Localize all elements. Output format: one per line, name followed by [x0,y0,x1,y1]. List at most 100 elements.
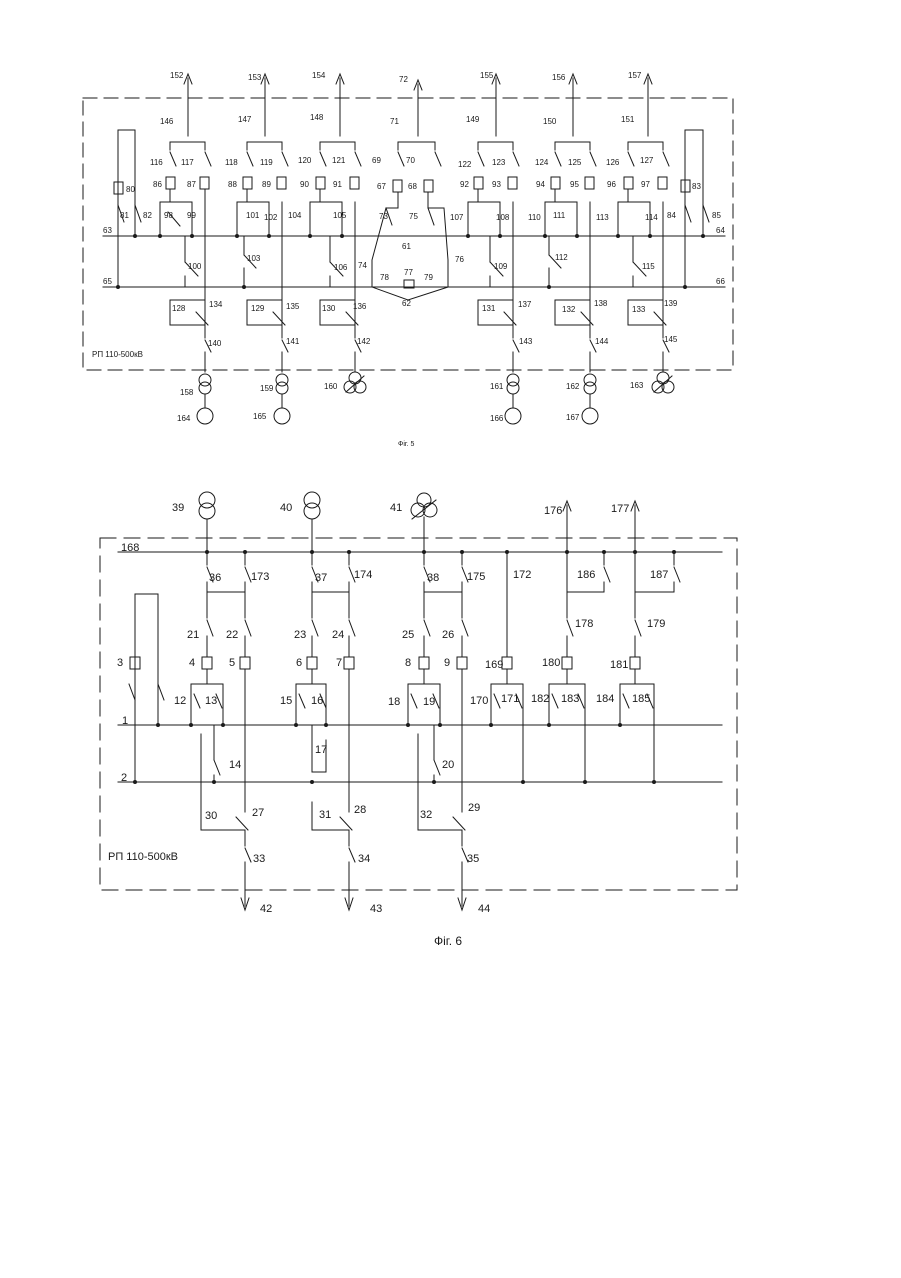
fig6-label: 3 [117,657,123,669]
fig5-label: 158 [180,388,194,397]
fig5-label: 137 [518,300,532,309]
fig5-label: 134 [209,300,223,309]
fig5-label: 163 [630,381,644,390]
fig5-label: 80 [126,185,135,194]
fig6-label: 35 [467,853,479,865]
fig6-label: 7 [336,657,342,669]
fig6-label: 175 [467,571,485,583]
fig5-caption: Фіг. 5 [398,440,414,448]
fig6-label: 181 [610,659,628,671]
fig5-label: 92 [460,180,469,189]
fig6-label: 42 [260,903,272,915]
fig6-label: 20 [442,759,454,771]
fig6-label: 169 [485,659,503,671]
fig5-label: 127 [640,156,654,165]
fig5-label: 116 [150,158,163,167]
fig5-label: 135 [286,302,300,311]
fig5-label: 90 [300,180,309,189]
fig6-label: 8 [405,657,411,669]
fig6-label: 38 [427,572,439,584]
fig5-label: 115 [642,262,655,271]
fig6-label: 12 [174,695,186,707]
fig5-machines [197,372,674,424]
fig5-label: 131 [482,304,496,313]
fig5-label: 167 [566,413,580,422]
fig6-label: 30 [205,810,217,822]
fig6-label: 182 [531,693,549,705]
fig5-label: 162 [566,382,580,391]
fig5-label: 119 [260,158,273,167]
fig5-label: 126 [606,158,620,167]
fig5-label: 160 [324,382,338,391]
fig5-label: 128 [172,304,186,313]
fig5-label: 87 [187,180,196,189]
fig5-label: 151 [621,115,635,124]
fig5-label: 75 [409,212,418,221]
fig5-label: 159 [260,384,274,393]
fig6-label: 44 [478,903,490,915]
fig6-label: 16 [311,695,323,707]
fig6-label: 5 [229,657,235,669]
fig6-label: 28 [354,804,366,816]
fig6-label: 33 [253,853,265,865]
fig5-label: 148 [310,113,324,122]
fig5-label: 61 [402,242,411,251]
fig6-label: 172 [513,569,531,581]
fig6-cells [129,552,680,910]
fig5-label: 72 [399,75,408,84]
fig6-label: 6 [296,657,302,669]
fig5-label: 99 [187,211,196,220]
fig5-label: 93 [492,180,501,189]
fig6-label: 186 [577,569,595,581]
fig5-label: 77 [404,268,413,277]
fig5-label: 107 [450,213,464,222]
fig6-label: 22 [226,629,238,641]
fig6-label: 13 [205,695,217,707]
fig5-label: 71 [390,117,399,126]
fig6-label: 187 [650,569,668,581]
fig6-label: 27 [252,807,264,819]
fig5-label: 63 [103,226,112,235]
fig5-label: 122 [458,160,472,169]
fig5-label: 70 [406,156,415,165]
fig6-enclosure [100,538,737,890]
fig6-label: 178 [575,618,593,630]
fig5-label: 81 [120,211,129,220]
fig5-label: 78 [380,273,389,282]
fig6-label: 29 [468,802,480,814]
fig6-label: 25 [402,629,414,641]
fig6-label: 31 [319,809,331,821]
fig6-label: 173 [251,571,269,583]
fig6-label: 4 [189,657,195,669]
fig6-label: 184 [596,693,614,705]
fig5-label: 143 [519,337,533,346]
fig5-label: 156 [552,73,566,82]
fig6-label: 15 [280,695,292,707]
fig5-line-arrows [184,74,652,136]
fig5-label: 108 [496,213,510,222]
fig5-label: 67 [377,182,386,191]
fig5-label: 157 [628,71,642,80]
fig6-label: 2 [121,772,127,784]
fig6-label: 39 [172,502,184,514]
fig5-label: 138 [594,299,608,308]
fig5-label: 121 [332,156,346,165]
fig5-label: 68 [408,182,417,191]
fig5-label: 147 [238,115,252,124]
fig5-label: 96 [607,180,616,189]
fig5-label: 98 [164,211,173,220]
fig6-label: 41 [390,502,402,514]
fig6-label: 176 [544,505,562,517]
fig5-label: 166 [490,414,504,423]
fig6-caption: Фіг. 6 [434,934,462,948]
fig6-label: 185 [632,693,650,705]
fig6-panel-label: РП 110-500кВ [108,851,178,863]
fig6-label: 17 [315,744,327,756]
fig5-label: 139 [664,299,678,308]
fig6-label: 18 [388,696,400,708]
fig5-label: 74 [358,261,367,270]
fig5-label: 106 [334,263,348,272]
fig5-label: 132 [562,305,576,314]
fig5-label: 73 [379,212,388,221]
